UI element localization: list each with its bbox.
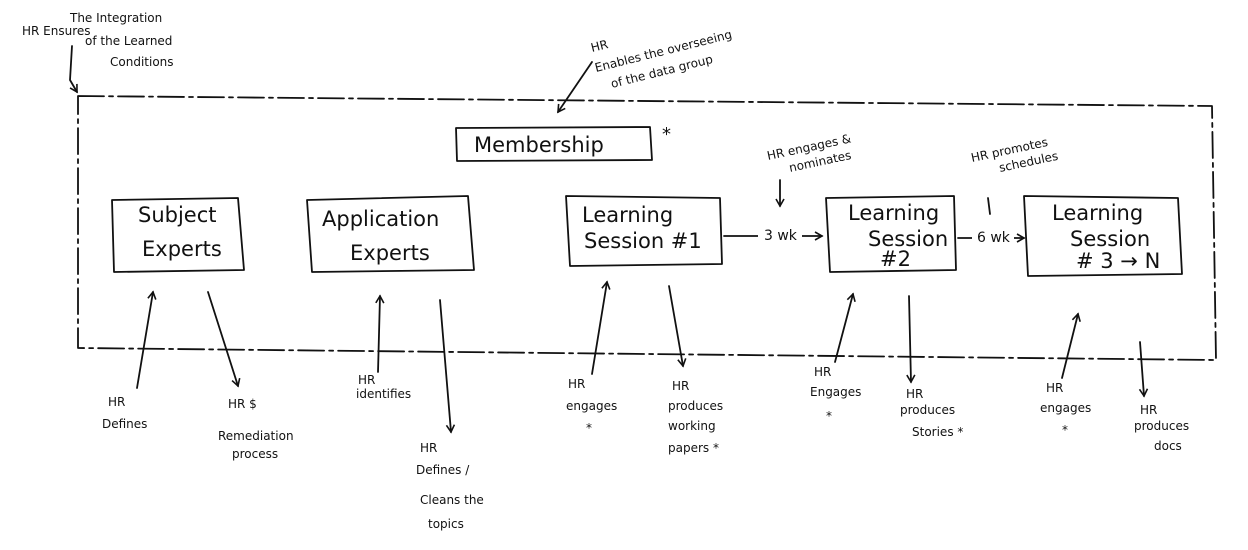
arrow-s3-in — [1061, 312, 1081, 379]
arrow-s3-out — [1138, 341, 1149, 398]
arrow-subject-in — [136, 290, 157, 389]
svg-text:Cleans the: Cleans the — [420, 493, 484, 507]
arrow-app-in — [375, 294, 385, 373]
svg-text:of the Learned: of the Learned — [85, 34, 172, 48]
subject-experts-label: Subject — [138, 203, 217, 227]
application-experts-box — [306, 195, 475, 273]
subject-experts-label-2: Experts — [142, 237, 222, 261]
svg-text:*: * — [586, 421, 592, 435]
svg-text:HR: HR — [1046, 381, 1063, 395]
svg-text:Conditions: Conditions — [110, 55, 174, 69]
arrow-s2-in — [834, 292, 856, 363]
s1-in-note: HR engages * — [566, 377, 617, 435]
svg-text:identifies: identifies — [356, 387, 411, 401]
arrow-app-out — [439, 299, 456, 434]
arrow-s2-out — [906, 295, 916, 384]
membership-label: Membership — [474, 133, 604, 157]
engage-nominate-note: HR engages & nominates — [766, 131, 853, 208]
s3-in-note: HR engages * — [1040, 381, 1091, 437]
app-in-note: HR identifies — [356, 373, 411, 401]
svg-text:process: process — [232, 447, 278, 461]
session-1-label: Learning — [582, 203, 673, 227]
svg-text:engages: engages — [1040, 401, 1091, 415]
svg-text:docs: docs — [1154, 439, 1182, 453]
context-note-arrow — [69, 45, 78, 94]
svg-text:topics: topics — [428, 517, 464, 531]
s3-out-note: HR produces docs — [1134, 403, 1189, 453]
svg-text:HR Ensures: HR Ensures — [22, 24, 91, 38]
s2-out-note: HR produces Stories * — [900, 387, 963, 439]
svg-text:HR: HR — [108, 395, 125, 409]
svg-text:produces: produces — [668, 399, 723, 413]
svg-text:HR: HR — [1140, 403, 1157, 417]
svg-text:produces: produces — [1134, 419, 1189, 433]
subject-experts-box — [111, 197, 245, 273]
link-label-bg-2 — [972, 226, 1014, 248]
link-label-second: 6 wk — [977, 230, 1011, 246]
svg-text:engages: engages — [566, 399, 617, 413]
svg-text:HR: HR — [420, 441, 437, 455]
promotes-arrow — [987, 197, 991, 215]
svg-text:papers *: papers * — [668, 441, 719, 455]
subject-out-note: HR $ Remediation process — [218, 397, 294, 461]
svg-text:Stories *: Stories * — [912, 425, 963, 439]
session-2-label-3: #2 — [880, 247, 911, 271]
session-3-label: Learning — [1052, 201, 1143, 225]
svg-text:Engages: Engages — [810, 385, 861, 399]
svg-text:working: working — [668, 419, 716, 433]
application-experts-label-2: Experts — [350, 241, 430, 265]
session-1-label-2: Session #1 — [584, 229, 702, 253]
svg-text:*: * — [826, 409, 832, 423]
svg-text:The Integration: The Integration — [69, 11, 162, 25]
context-note: HR Ensures The Integration of the Learne… — [22, 11, 174, 94]
app-out-note: HR Defines / Cleans the topics — [416, 441, 484, 531]
svg-text:HR: HR — [906, 387, 923, 401]
link-label-bg — [758, 224, 802, 246]
session-3-box — [1023, 195, 1183, 277]
svg-text:HR: HR — [672, 379, 689, 393]
session-2-box — [825, 195, 957, 273]
svg-text:HR $: HR $ — [228, 397, 257, 411]
arrow-subject-out — [207, 291, 241, 388]
svg-text:HR: HR — [358, 373, 375, 387]
subject-in-note: HR Defines — [102, 395, 147, 431]
arrow-s1-in — [591, 280, 611, 375]
link-label-first: 3 wk — [764, 228, 798, 244]
membership-box — [455, 126, 653, 162]
svg-text:Remediation: Remediation — [218, 429, 294, 443]
promotes-schedules-note: HR promotes schedules — [970, 135, 1059, 215]
session-2-label-2: Session — [868, 227, 948, 251]
arrow-s1-out — [668, 285, 687, 368]
membership-mark: * — [662, 124, 671, 145]
s1-out-note: HR produces working papers * — [668, 379, 723, 455]
svg-text:Defines: Defines — [102, 417, 147, 431]
svg-text:HR: HR — [814, 365, 831, 379]
svg-text:Defines /: Defines / — [416, 463, 470, 477]
svg-text:HR: HR — [568, 377, 585, 391]
session-1-box — [565, 195, 723, 267]
session-3-label-3: # 3 → N — [1076, 249, 1160, 273]
svg-text:produces: produces — [900, 403, 955, 417]
application-experts-label: Application — [322, 207, 439, 231]
session-2-label: Learning — [848, 201, 939, 225]
s2-in-note: HR Engages * — [810, 365, 861, 423]
context-boundary — [77, 95, 1217, 361]
svg-text:HR: HR — [589, 37, 609, 55]
session-3-label-2: Session — [1070, 227, 1150, 251]
svg-text:*: * — [1062, 423, 1068, 437]
membership-arrow — [557, 61, 593, 114]
membership-note: HR Enables the overseeing of the data gr… — [557, 27, 733, 114]
